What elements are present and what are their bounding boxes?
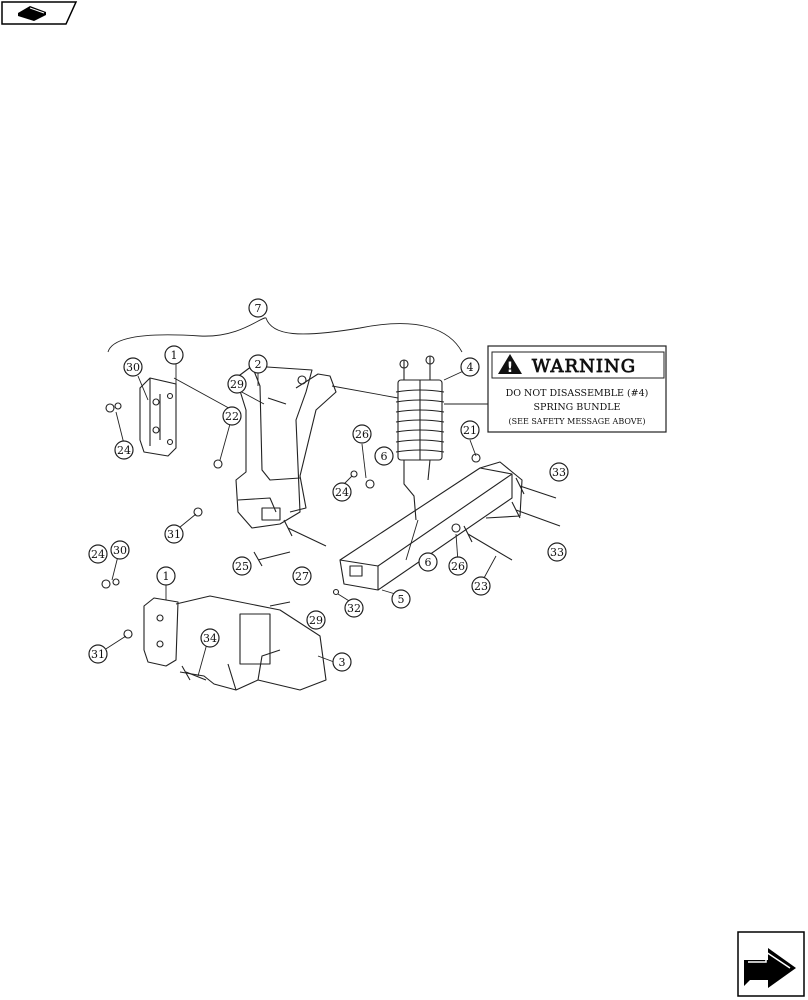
svg-text:21: 21 [463, 424, 477, 437]
callout-6-lower: 6 [418, 552, 438, 572]
svg-text:33: 33 [552, 466, 566, 479]
svg-text:6: 6 [425, 556, 432, 569]
callout-7: 7 [248, 298, 268, 318]
svg-text:29: 29 [309, 614, 323, 627]
callout-26-upper: 26 [352, 424, 372, 444]
callout-29-upper: 29 [227, 374, 247, 394]
callout-27: 27 [292, 566, 312, 586]
callout-1-upper: 1 [164, 345, 184, 365]
next-page-arrow-icon[interactable] [737, 931, 805, 997]
warning-triangle-icon [498, 354, 522, 374]
svg-text:32: 32 [347, 602, 361, 615]
callout-2: 2 [248, 354, 268, 374]
svg-text:26: 26 [451, 560, 465, 573]
svg-text:5: 5 [398, 593, 405, 606]
callout-5: 5 [391, 589, 411, 609]
callout-34: 34 [200, 628, 220, 648]
warning-line-3: (SEE SAFETY MESSAGE ABOVE) [509, 417, 646, 426]
svg-text:7: 7 [255, 302, 262, 315]
svg-text:25: 25 [235, 560, 249, 573]
callout-30-upper: 30 [123, 357, 143, 377]
lift-arm [235, 365, 313, 529]
svg-text:22: 22 [225, 410, 239, 423]
callout-24-mid: 24 [332, 482, 352, 502]
callout-24-lower: 24 [88, 544, 108, 564]
svg-text:29: 29 [230, 378, 244, 391]
svg-text:31: 31 [91, 648, 105, 661]
svg-text:30: 30 [126, 361, 140, 374]
callout-26-lower: 26 [448, 556, 468, 576]
warning-line-2: SPRING BUNDLE [534, 402, 621, 413]
svg-text:27: 27 [295, 570, 309, 583]
svg-text:3: 3 [339, 656, 346, 669]
bolts [101, 397, 561, 681]
svg-text:6: 6 [381, 450, 388, 463]
callout-24-upper: 24 [114, 440, 134, 460]
callout-21: 21 [460, 420, 480, 440]
warning-title: WARNING [532, 356, 636, 377]
callout-31-upper: 31 [164, 524, 184, 544]
svg-text:31: 31 [167, 528, 181, 541]
warning-line-1: DO NOT DISASSEMBLE (#4) [506, 388, 649, 399]
callout-3: 3 [332, 652, 352, 672]
callout-1-lower: 1 [156, 566, 176, 586]
callout-22: 22 [222, 406, 242, 426]
book-icon[interactable] [1, 1, 78, 25]
warning-label: ! WARNING DO NOT DISASSEMBLE (#4) SPRING… [487, 345, 667, 433]
callout-32: 32 [344, 598, 364, 618]
svg-text:33: 33 [550, 546, 564, 559]
svg-text:26: 26 [355, 428, 369, 441]
callout-6-upper: 6 [374, 446, 394, 466]
callout-30-lower: 30 [110, 540, 130, 560]
svg-text:24: 24 [117, 444, 131, 457]
callout-25: 25 [232, 556, 252, 576]
mount-plate-lower [143, 597, 179, 667]
callout-29-lower: 29 [306, 610, 326, 630]
callout-4: 4 [460, 357, 480, 377]
svg-text:23: 23 [474, 580, 488, 593]
svg-text:24: 24 [91, 548, 105, 561]
callout-33-upper: 33 [549, 462, 569, 482]
callouts: 7 1 30 2 4 29 24 22 26 21 6 24 33 31 33 … [88, 298, 569, 672]
mount-plate-upper [139, 377, 177, 457]
svg-text:1: 1 [163, 570, 170, 583]
callout-33-lower: 33 [547, 542, 567, 562]
svg-text:24: 24 [335, 486, 349, 499]
svg-text:34: 34 [203, 632, 217, 645]
svg-text:!: ! [507, 360, 513, 376]
svg-text:1: 1 [171, 349, 178, 362]
callout-31-lower: 31 [88, 644, 108, 664]
svg-text:2: 2 [255, 358, 262, 371]
spring-bundle [395, 355, 445, 521]
svg-text:30: 30 [113, 544, 127, 557]
support-bracket [175, 595, 327, 691]
svg-text:4: 4 [467, 361, 474, 374]
callout-23: 23 [471, 576, 491, 596]
